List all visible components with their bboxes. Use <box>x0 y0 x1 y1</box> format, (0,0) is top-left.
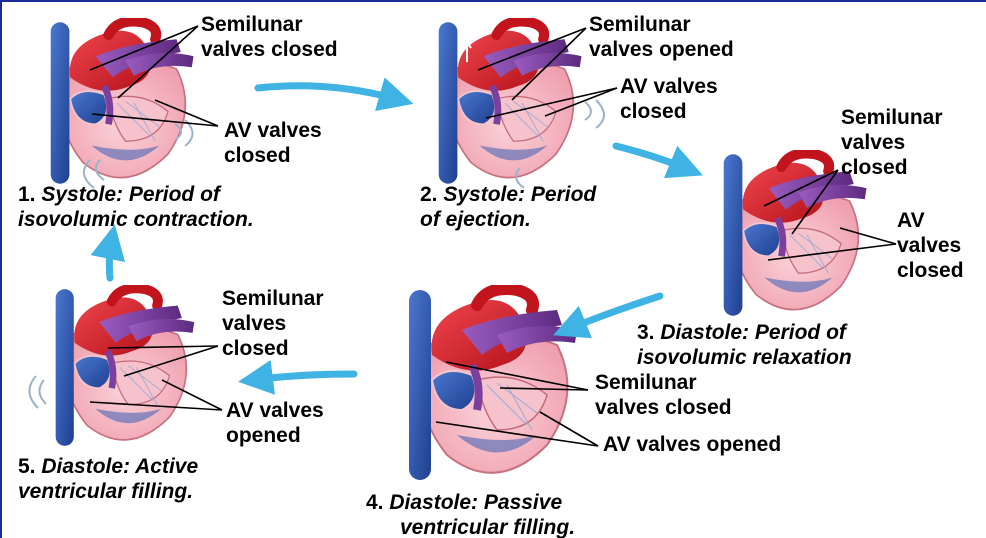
arrow-2-to-3 <box>616 146 690 170</box>
caption-line: 5. Diastole: Active <box>18 454 198 479</box>
caption-line: 3. Diastole: Period of <box>637 320 852 345</box>
label-line: closed <box>897 258 964 283</box>
stage-1-semilunar-label: Semilunar valves closed <box>201 12 338 62</box>
label-line: opened <box>226 423 324 448</box>
arrow-4-to-5 <box>252 374 354 380</box>
caption-line: isovolumic contraction. <box>18 207 254 232</box>
heart-stage-1 <box>51 21 194 188</box>
stage-1-caption: 1. Systole: Period of isovolumic contrac… <box>18 182 254 232</box>
caption-line: ventricular filling. <box>18 479 198 504</box>
label-line: valves <box>841 130 943 155</box>
label-line: Semilunar <box>201 12 338 37</box>
caption-line: ventricular filling. <box>366 515 575 538</box>
caption-line: 2. Systole: Period <box>420 182 596 207</box>
stage-5-caption: 5. Diastole: Active ventricular filling. <box>18 454 198 504</box>
label-line: closed <box>222 336 324 361</box>
stage-4-caption: 4. Diastole: Passive ventricular filling… <box>366 490 575 538</box>
stage-4-av-label: AV valves opened <box>603 432 781 457</box>
stage-5-semilunar-label: Semilunar valves closed <box>222 286 324 361</box>
caption-line: of ejection. <box>420 207 596 232</box>
heart-stage-5 <box>29 288 194 446</box>
label-line: AV <box>897 208 964 233</box>
label-line: valves <box>897 233 964 258</box>
stage-3-av-label: AV valves closed <box>897 208 964 283</box>
stage-2-caption: 2. Systole: Period of ejection. <box>420 182 596 232</box>
label-line: Semilunar <box>589 12 734 37</box>
label-line: AV valves <box>224 118 322 143</box>
cycle-arrows <box>109 86 690 380</box>
label-line: closed <box>841 155 943 180</box>
label-line: closed <box>620 99 718 124</box>
heart-stage-4 <box>409 289 577 480</box>
caption-line: 1. Systole: Period of <box>18 182 254 207</box>
label-line: Semilunar <box>595 370 732 395</box>
caption-line: 4. Diastole: Passive <box>366 490 575 515</box>
label-line: AV valves opened <box>603 432 781 457</box>
arrow-5-to-1 <box>109 238 112 278</box>
stage-2-av-label: AV valves closed <box>620 74 718 124</box>
stage-1-av-label: AV valves closed <box>224 118 322 168</box>
label-line: AV valves <box>620 74 718 99</box>
label-line: Semilunar <box>222 286 324 311</box>
label-line: closed <box>224 143 322 168</box>
stage-3-caption: 3. Diastole: Period of isovolumic relaxa… <box>637 320 852 370</box>
label-line: valves opened <box>589 37 734 62</box>
label-line: valves closed <box>595 395 732 420</box>
label-line: AV valves <box>226 398 324 423</box>
stage-2-semilunar-label: Semilunar valves opened <box>589 12 734 62</box>
stage-5-av-label: AV valves opened <box>226 398 324 448</box>
label-line: valves <box>222 311 324 336</box>
caption-line: isovolumic relaxation <box>637 345 852 370</box>
stage-4-semilunar-label: Semilunar valves closed <box>595 370 732 420</box>
arrow-1-to-2 <box>258 86 400 100</box>
heart-stage-2 <box>439 21 604 188</box>
label-line: Semilunar <box>841 105 943 130</box>
stage-3-semilunar-label: Semilunar valves closed <box>841 105 943 180</box>
label-line: valves closed <box>201 37 338 62</box>
